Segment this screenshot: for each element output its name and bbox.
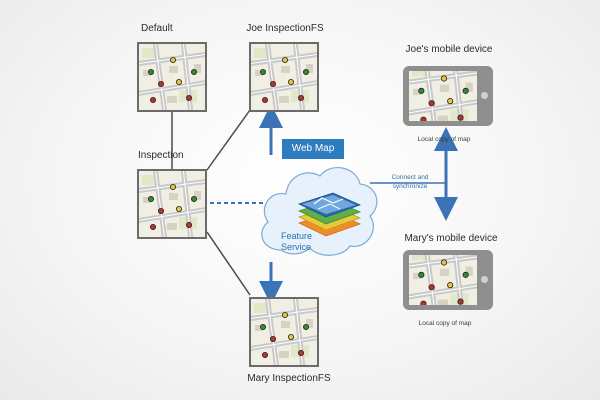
street-map-graphic: [409, 71, 477, 121]
feature-service-line1: Feature: [281, 231, 313, 241]
joe-device-label: Joe's mobile device: [405, 44, 493, 55]
inspection-to-mary-line: [206, 231, 251, 296]
joe-device-map: [409, 71, 477, 121]
joe-inspection-fs-label: Joe InspectionFS: [246, 23, 324, 34]
street-map-graphic: [139, 171, 205, 237]
mary-mobile-device: [403, 250, 493, 310]
street-map-graphic: [251, 299, 317, 365]
default-map-tile: [137, 42, 207, 112]
mary-device-home-button: [481, 276, 488, 283]
mary-inspection-fs-map-tile: [249, 297, 319, 367]
mary-device-caption: Local copy of map: [418, 320, 472, 327]
mary-inspection-fs-label: Mary InspectionFS: [247, 373, 331, 384]
default-label: Default: [141, 23, 173, 34]
feature-service-layers-icon: [297, 192, 362, 237]
joe-inspection-fs-map-tile: [249, 42, 319, 112]
mary-device-label: Mary's mobile device: [404, 233, 498, 244]
inspection-label: Inspection: [138, 150, 184, 161]
joe-mobile-device: [403, 66, 493, 126]
sync-label-line2: synchronize: [392, 183, 428, 190]
sync-label: Connect and synchronize: [388, 173, 432, 191]
feature-service-line2: Service: [281, 242, 312, 252]
street-map-graphic: [251, 44, 317, 110]
sync-label-line1: Connect and: [391, 174, 429, 181]
inspection-map-tile: [137, 169, 207, 239]
street-map-graphic: [139, 44, 205, 110]
inspection-to-joe-line: [206, 109, 251, 171]
joe-device-caption: Local copy of map: [417, 136, 471, 143]
web-map-badge: Web Map: [282, 139, 344, 159]
mary-device-map: [409, 255, 477, 305]
street-map-graphic: [409, 255, 477, 305]
feature-service-label: Feature Service: [281, 231, 312, 253]
joe-device-home-button: [481, 92, 488, 99]
